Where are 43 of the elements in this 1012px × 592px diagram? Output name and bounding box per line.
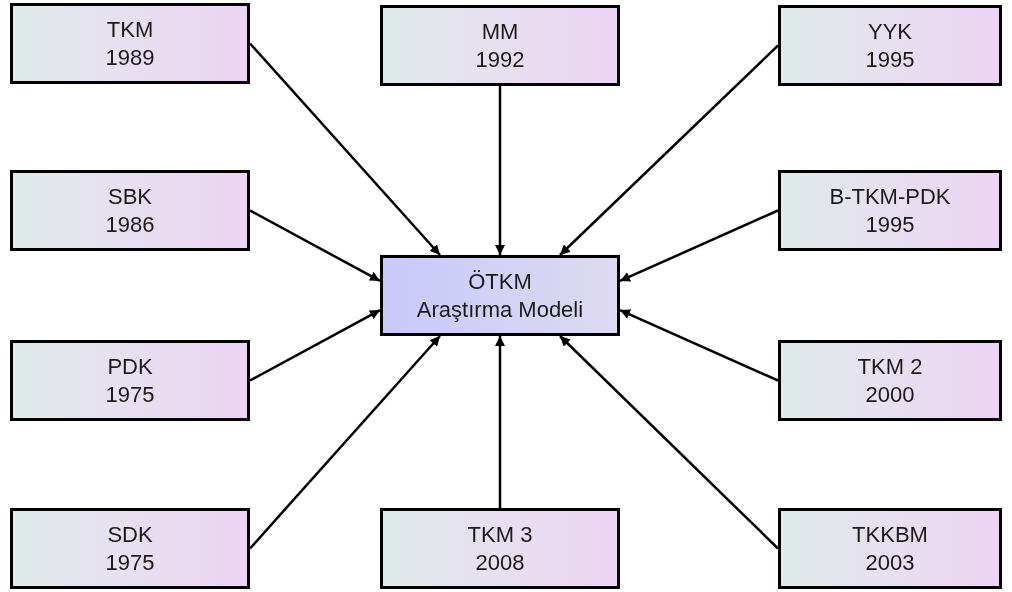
arrow — [559, 44, 779, 256]
arrow — [249, 309, 381, 382]
arrow — [249, 42, 441, 256]
node-subtitle: 2000 — [865, 380, 915, 409]
node-subtitle: 1995 — [865, 210, 915, 239]
arrow — [619, 308, 779, 382]
node-title: ÖTKM — [468, 267, 532, 296]
node-subtitle: 1992 — [475, 45, 525, 74]
arrow — [495, 86, 505, 255]
node-title: B-TKM-PDK — [829, 182, 951, 211]
process-box — [10, 508, 250, 589]
node-subtitle: 1986 — [105, 210, 155, 239]
arrow — [619, 209, 779, 283]
node-subtitle: 2003 — [865, 548, 915, 577]
node-title: SDK — [107, 520, 153, 549]
node-title: MM — [481, 17, 519, 46]
node-title: TKM 3 — [467, 520, 533, 549]
node-subtitle: 1989 — [105, 43, 155, 72]
arrow — [249, 335, 441, 550]
process-box — [10, 170, 250, 251]
arrow — [559, 335, 779, 550]
process-box — [778, 5, 1002, 86]
node-subtitle: 1995 — [865, 45, 915, 74]
node-subtitle: 1975 — [105, 380, 155, 409]
process-box — [778, 508, 1002, 589]
arrow — [249, 209, 381, 282]
process-box — [778, 340, 1002, 421]
process-box — [380, 5, 620, 86]
node-subtitle: 1975 — [105, 548, 155, 577]
process-box — [10, 340, 250, 421]
node-title: YYK — [868, 17, 912, 46]
node-title: TKKBM — [852, 520, 928, 549]
node-subtitle: Araştırma Modeli — [416, 295, 584, 324]
node-title: TKM — [106, 15, 154, 44]
process-box — [380, 255, 620, 336]
node-title: PDK — [107, 352, 153, 381]
node-title: SBK — [108, 182, 152, 211]
process-box — [778, 170, 1002, 251]
arrow — [495, 336, 505, 508]
node-subtitle: 2008 — [475, 548, 525, 577]
process-box — [10, 3, 250, 84]
node-title: TKM 2 — [857, 352, 923, 381]
process-box — [380, 508, 620, 589]
